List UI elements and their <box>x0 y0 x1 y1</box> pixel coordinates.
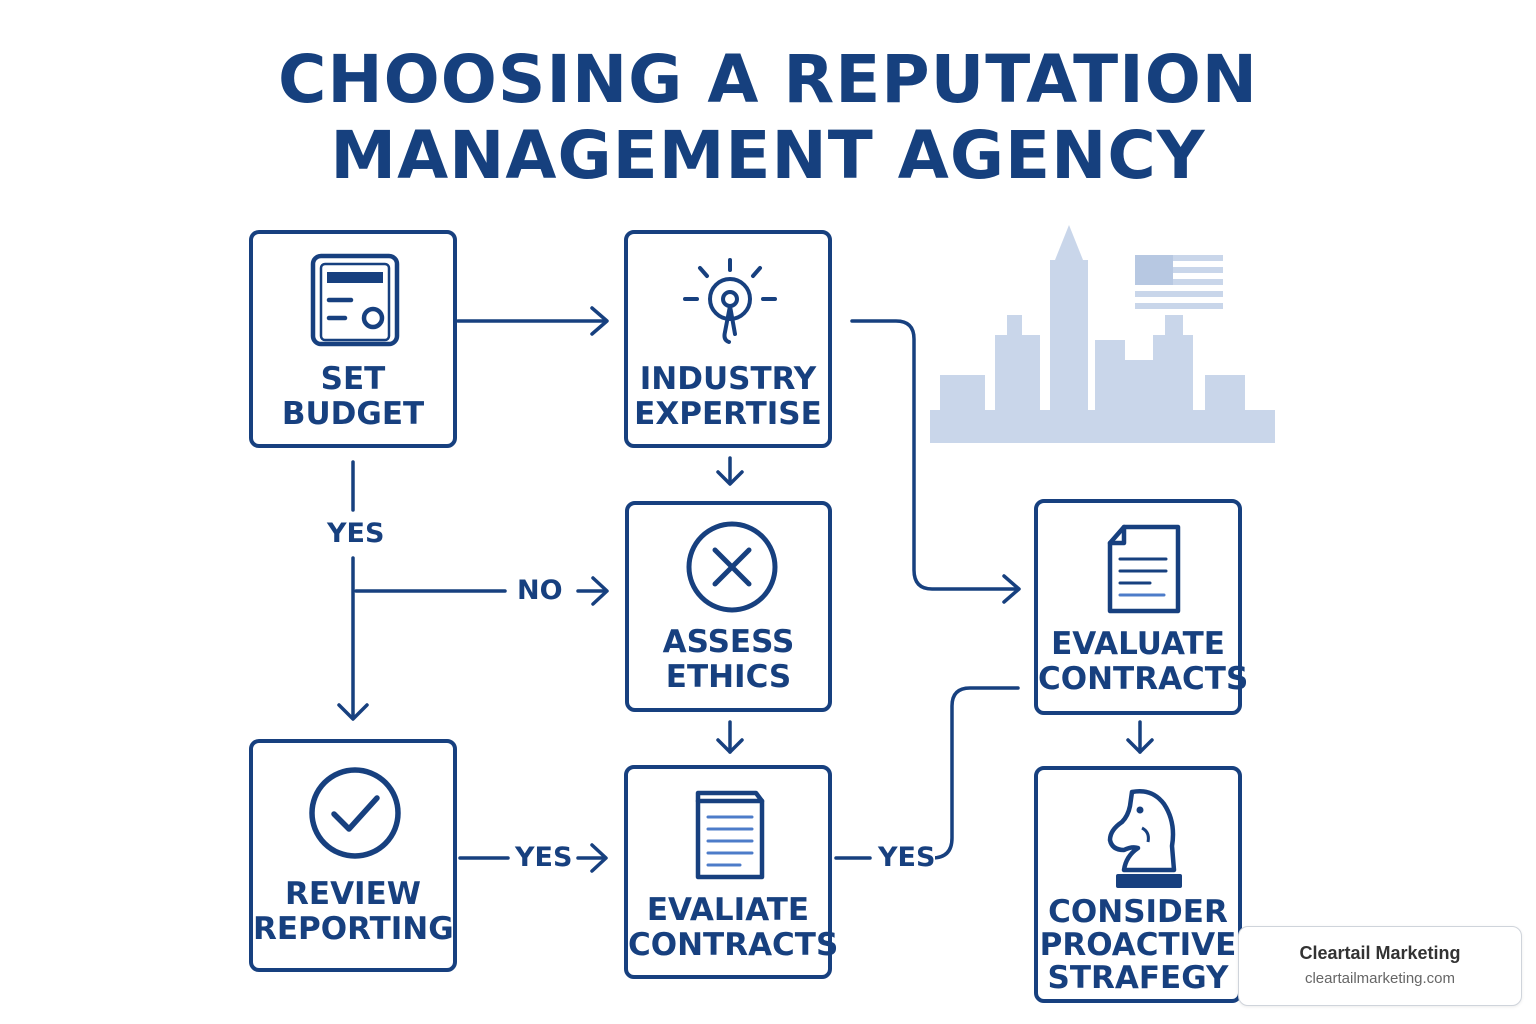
x-circle-icon <box>686 521 778 613</box>
budget-card-icon <box>310 253 400 347</box>
chess-knight-icon <box>1107 789 1182 888</box>
node-review-reporting: REVIEW REPORTING <box>249 739 457 972</box>
node-consider-proactive-strategy: CONSIDER PROACTIVE STRAFEGY <box>1034 766 1242 1003</box>
node-set-budget: SET BUDGET <box>249 230 457 448</box>
node-label: ASSESS ETHICS <box>662 624 795 695</box>
brand-name: Cleartail Marketing <box>1299 943 1461 963</box>
document-icon <box>1107 524 1181 614</box>
node-label: INDUSTRY EXPERTISE <box>634 361 822 432</box>
page-title-line-1: CHOOSING A REPUTATION <box>277 41 1259 118</box>
brand-domain: cleartailmarketing.com <box>1304 970 1456 987</box>
node-label: EVALUATE CONTRACTS <box>1038 626 1249 697</box>
edge-label-yes-left: YES <box>327 518 385 549</box>
node-label: REVIEW REPORTING <box>253 876 454 947</box>
city-skyline-icon <box>930 225 1275 443</box>
brand-watermark: Cleartail Marketing cleartailmarketing.c… <box>1238 926 1522 1006</box>
flag-icon <box>1135 255 1223 309</box>
edge-label-yes-right: YES <box>878 842 936 873</box>
node-industry-expertise: INDUSTRY EXPERTISE <box>624 230 832 448</box>
edge-label-yes-bottom: YES <box>515 842 573 873</box>
node-evaluate-contracts: EVALUATE CONTRACTS <box>1034 499 1249 715</box>
node-label: SET BUDGET <box>281 361 425 432</box>
node-assess-ethics: ASSESS ETHICS <box>625 501 832 712</box>
document-icon <box>695 790 765 880</box>
node-label: EVALIATE CONTRACTS <box>628 892 839 963</box>
check-circle-icon <box>309 767 401 859</box>
node-label: CONSIDER PROACTIVE STRAFEGY <box>1039 894 1237 996</box>
node-evaliate-contracts: EVALIATE CONTRACTS <box>624 765 839 979</box>
edge-label-no: NO <box>517 575 563 606</box>
lightbulb-icon <box>683 258 777 344</box>
page-title-line-2: MANAGEMENT AGENCY <box>330 117 1206 194</box>
